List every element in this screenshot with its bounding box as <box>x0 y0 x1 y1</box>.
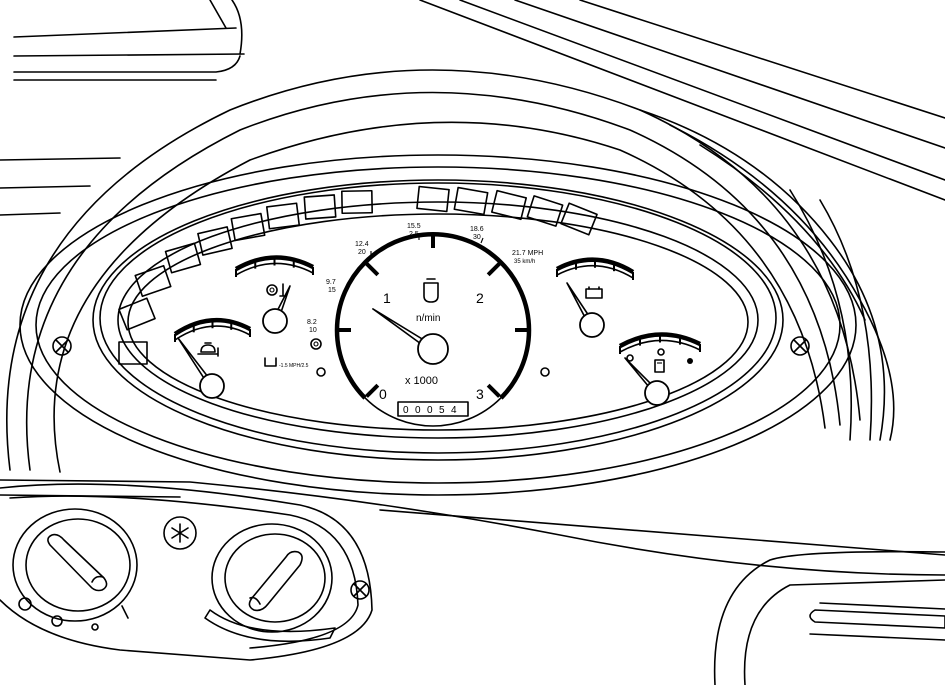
auxiliary-gauges <box>173 255 702 406</box>
speed-mark-bottom: 15 <box>328 287 336 294</box>
speed-mark-top: 8.2 <box>307 319 317 326</box>
warning-lamp <box>265 202 301 230</box>
indicator-dot <box>91 623 99 631</box>
warning-lamp <box>526 195 564 227</box>
indicator-dot <box>18 597 32 611</box>
fuel-gauge <box>618 332 702 406</box>
heater-knob-left[interactable] <box>12 508 138 622</box>
warning-lamp <box>134 264 172 298</box>
warning-lamp <box>197 226 233 256</box>
tach-tick <box>365 383 380 398</box>
gauge-hub <box>262 308 288 334</box>
indicator-dot-left <box>316 367 326 377</box>
warning-lamp <box>341 189 373 215</box>
speed-mark-top: 12.4 <box>355 241 369 248</box>
lower-dash-panel <box>0 479 945 661</box>
fuel-pump-icon <box>654 348 665 373</box>
speed-mark-bottom: 10 <box>309 327 317 334</box>
gauge-hub <box>644 380 670 406</box>
mount-screw-right <box>790 336 810 356</box>
speed-mark-top: 9.7 <box>326 279 336 286</box>
warning-lamp <box>490 189 528 221</box>
speed-mark-top: 18.6 <box>470 226 484 233</box>
hydraulic-temperature-gauge <box>234 255 315 334</box>
heater-knob-right[interactable] <box>204 523 336 643</box>
indicator-dot <box>51 615 63 627</box>
speed-marks: 8.2 10 9.7 15 12.4 20 15.5 2.5 18.6 30 2… <box>307 223 543 334</box>
gear-temperature-icon <box>266 283 287 297</box>
warning-lamp <box>118 297 156 331</box>
fuel-empty-dot <box>626 354 634 362</box>
tach-tick <box>486 262 501 277</box>
warning-lamp <box>303 194 337 220</box>
tach-label-0: 0 <box>379 386 387 402</box>
odometer-digit: 0 <box>415 405 421 416</box>
warning-lamp-single <box>118 341 148 365</box>
speed-mark-bottom: 2.5 <box>409 231 419 238</box>
speed-mark-bottom: 35 km/h <box>514 259 535 265</box>
hazard-switch[interactable] <box>163 516 197 550</box>
fuel-full-dot <box>687 358 693 364</box>
gear-icon <box>310 338 322 350</box>
knob-mark <box>121 605 129 619</box>
tach-label-2: 2 <box>476 290 484 306</box>
oil-temperature-gauge <box>173 317 252 399</box>
tach-unit-label: n/min <box>416 313 440 324</box>
legend-text: -1.5 MPH/2.5 <box>279 363 309 369</box>
windshield-frame <box>0 0 945 216</box>
gauge-hub <box>199 373 225 399</box>
warning-lamp <box>164 242 202 274</box>
odometer-digit: 0 <box>403 405 412 416</box>
mount-screw-left <box>52 336 72 356</box>
tach-tick <box>486 383 501 398</box>
low-speed-legend: -1.5 MPH/2.5 <box>264 357 309 369</box>
cluster-bezel <box>19 154 857 496</box>
odometer-digit: 0 <box>427 405 433 416</box>
air-vent-right[interactable] <box>713 550 945 685</box>
odometer-digit: 5 <box>439 405 445 416</box>
speed-mark-bottom: 30 <box>473 234 481 241</box>
tach-label-3: 3 <box>476 386 484 402</box>
instrument-cowl <box>6 69 895 473</box>
gauge-hub <box>579 312 605 338</box>
tach-label-1: 1 <box>383 290 391 306</box>
engine-icon <box>423 278 439 303</box>
tachometer-ticks <box>339 236 527 398</box>
warning-lamp <box>453 186 489 216</box>
indicator-dot-right <box>540 367 550 377</box>
oil-can-icon <box>197 342 219 357</box>
tach-multiplier-label: x 1000 <box>405 375 438 387</box>
speed-mark-top: 15.5 <box>407 223 421 230</box>
battery-gauge <box>555 257 635 338</box>
speed-mark-bottom: 20 <box>358 249 366 256</box>
odometer: 0 0 0 5 4 <box>397 401 469 417</box>
tach-tick <box>365 262 380 277</box>
tachometer-hub <box>417 333 449 365</box>
speed-mark-top: 21.7 MPH <box>512 250 543 257</box>
tachometer: 1 2 0 3 n/min x 1000 <box>334 231 532 427</box>
battery-icon <box>585 286 603 299</box>
warning-lamp <box>560 202 598 236</box>
warning-lamp <box>230 212 266 242</box>
mount-screw-lower <box>350 580 370 600</box>
warning-lamp-row <box>118 185 598 331</box>
warning-lamp <box>416 185 450 213</box>
odometer-digit: 4 <box>451 405 457 416</box>
